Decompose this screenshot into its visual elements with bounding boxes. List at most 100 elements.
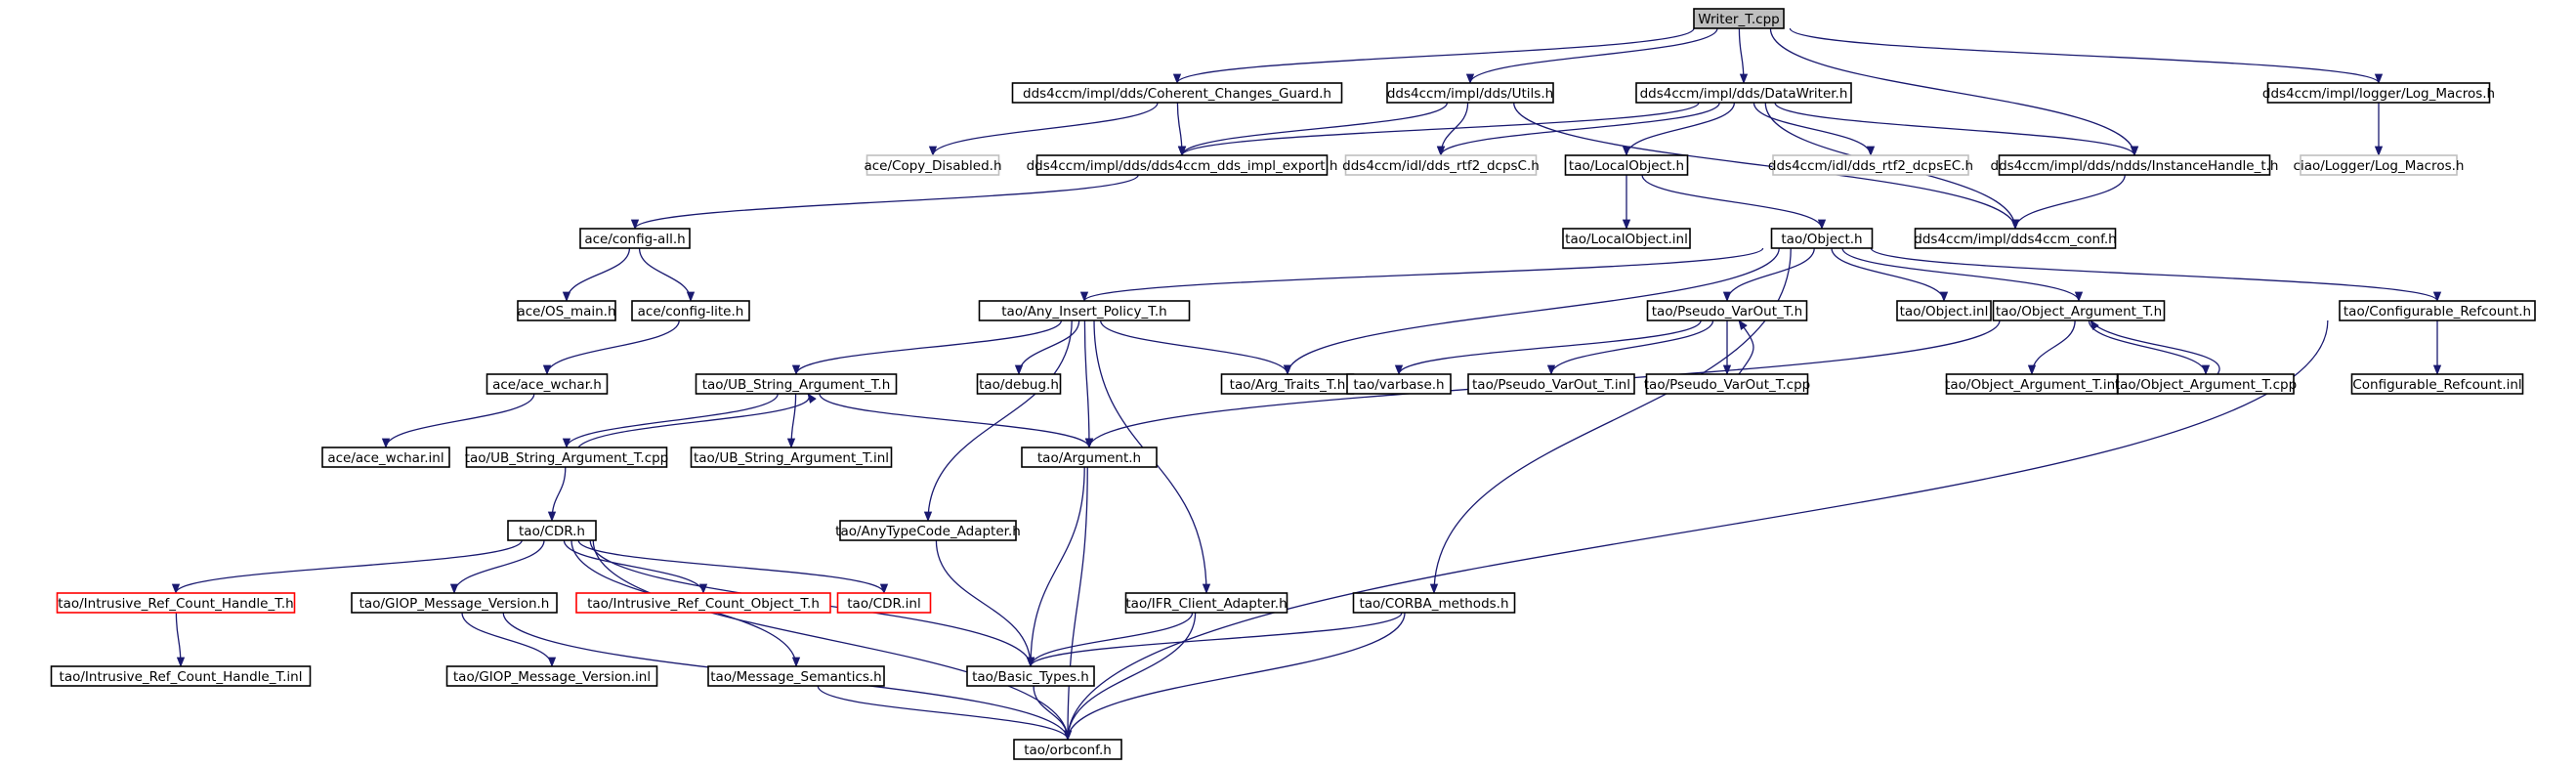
edge-n40-n46 bbox=[461, 612, 557, 668]
graph-node-n45[interactable]: tao/Intrusive_Ref_Count_Handle_T.inl bbox=[50, 665, 312, 687]
edge-n21-n30 bbox=[2027, 319, 2076, 376]
node-box bbox=[321, 447, 450, 468]
graph-node-n24[interactable]: tao/UB_String_Argument_T.h bbox=[695, 373, 898, 395]
node-label: tao/Basic_Types.h bbox=[972, 669, 1089, 685]
node-label: tao/GIOP_Message_Version.h bbox=[359, 596, 550, 612]
edge-n2-n15 bbox=[1512, 102, 2020, 231]
edge-n21-n31 bbox=[2088, 319, 2211, 376]
graph-node-n34[interactable]: tao/UB_String_Argument_T.cpp bbox=[465, 447, 669, 468]
edge-n0-n10 bbox=[1769, 27, 2139, 157]
graph-node-n49[interactable]: tao/orbconf.h bbox=[1013, 739, 1122, 760]
node-box bbox=[1896, 300, 1992, 321]
node-label: Configurable_Refcount.inl bbox=[2352, 377, 2521, 393]
graph-node-n15[interactable]: dds4ccm/impl/dds4ccm_conf.h bbox=[1914, 228, 2117, 249]
graph-node-n8[interactable]: tao/LocalObject.h bbox=[1564, 154, 1689, 176]
graph-node-n39[interactable]: tao/Intrusive_Ref_Count_Handle_T.h bbox=[56, 592, 296, 614]
graph-node-n23[interactable]: ace/ace_wchar.h bbox=[486, 373, 609, 395]
node-box bbox=[1386, 82, 1554, 104]
edge-n17-n23 bbox=[542, 319, 680, 376]
edge-n24-n34 bbox=[562, 393, 779, 449]
node-label: tao/AnyTypeCode_Adapter.h bbox=[835, 524, 1021, 539]
edge-n3-n8 bbox=[1622, 102, 1736, 157]
graph-node-n48[interactable]: tao/Basic_Types.h bbox=[966, 665, 1095, 687]
edge-n14-n20 bbox=[1831, 247, 1949, 303]
edge-n19-n27 bbox=[1394, 319, 1702, 376]
node-label: tao/Object_Argument_T.cpp bbox=[2115, 377, 2297, 393]
node-label: dds4ccm/impl/dds/Coherent_Changes_Guard.… bbox=[1023, 86, 1331, 102]
node-box bbox=[1467, 373, 1635, 395]
node-box bbox=[631, 300, 750, 321]
graph-node-n21[interactable]: tao/Object_Argument_T.h bbox=[1992, 300, 2166, 321]
graph-node-n35[interactable]: tao/UB_String_Argument_T.inl bbox=[690, 447, 893, 468]
graph-node-n10[interactable]: dds4ccm/impl/dds/ndds/InstanceHandle_t.h bbox=[1991, 154, 2279, 176]
edge-n39-n45 bbox=[175, 612, 186, 668]
graph-node-n13[interactable]: tao/LocalObject.inl bbox=[1562, 228, 1691, 249]
graph-node-n40[interactable]: tao/GIOP_Message_Version.h bbox=[351, 592, 558, 614]
edge-n37-n39 bbox=[171, 539, 523, 595]
node-label: tao/CDR.inl bbox=[847, 596, 920, 612]
node-box bbox=[1645, 373, 1809, 395]
edge-n48-n49 bbox=[1033, 685, 1073, 742]
graph-node-n4[interactable]: dds4ccm/impl/logger/Log_Macros.h bbox=[2262, 82, 2495, 104]
graph-node-n27[interactable]: tao/varbase.h bbox=[1346, 373, 1452, 395]
graph-node-n36[interactable]: tao/Argument.h bbox=[1021, 447, 1158, 468]
node-box bbox=[517, 300, 616, 321]
node-label: dds4ccm/impl/dds4ccm_conf.h bbox=[1914, 232, 2116, 247]
graph-node-n18[interactable]: tao/Any_Insert_Policy_T.h bbox=[978, 300, 1191, 321]
node-label: ace/Copy_Disabled.h bbox=[864, 158, 1001, 174]
graph-node-n14[interactable]: tao/Object.h bbox=[1770, 228, 1874, 249]
graph-node-n47[interactable]: tao/Message_Semantics.h bbox=[707, 665, 885, 687]
graph-node-n31[interactable]: tao/Object_Argument_T.cpp bbox=[2115, 373, 2297, 395]
edge-n19-n28 bbox=[1546, 319, 1714, 376]
node-label: tao/LocalObject.inl bbox=[1565, 232, 1688, 247]
edge-n3-n10 bbox=[1774, 102, 2139, 157]
graph-node-n26[interactable]: tao/Arg_Traits_T.h bbox=[1220, 373, 1355, 395]
graph-node-n20[interactable]: tao/Object.inl bbox=[1896, 300, 1992, 321]
node-label: tao/Intrusive_Ref_Count_Handle_T.inl bbox=[60, 669, 303, 685]
graph-node-n22[interactable]: tao/Configurable_Refcount.h bbox=[2339, 300, 2536, 321]
edge-n22-n49 bbox=[1063, 319, 2329, 742]
node-box bbox=[2117, 373, 2295, 395]
graph-node-n16[interactable]: ace/OS_main.h bbox=[517, 300, 616, 321]
graph-node-n19[interactable]: tao/Pseudo_VarOut_T.h bbox=[1646, 300, 1808, 321]
graph-node-n41[interactable]: tao/Intrusive_Ref_Count_Object_T.h bbox=[575, 592, 831, 614]
graph-node-n46[interactable]: tao/GIOP_Message_Version.inl bbox=[445, 665, 658, 687]
graph-node-n2[interactable]: dds4ccm/impl/dds/Utils.h bbox=[1386, 82, 1554, 104]
edge-n3-n7 bbox=[1436, 102, 1720, 157]
graph-node-n33[interactable]: ace/ace_wchar.inl bbox=[321, 447, 450, 468]
node-label: tao/Configurable_Refcount.h bbox=[2344, 304, 2531, 319]
node-box bbox=[1772, 154, 1969, 176]
node-box bbox=[445, 665, 658, 687]
node-box bbox=[1013, 739, 1122, 760]
graph-node-n28[interactable]: tao/Pseudo_VarOut_T.inl bbox=[1467, 373, 1635, 395]
graph-node-n42[interactable]: tao/CDR.inl bbox=[836, 592, 932, 614]
graph-node-n38[interactable]: tao/AnyTypeCode_Adapter.h bbox=[835, 520, 1021, 541]
node-label: ace/ace_wchar.h bbox=[492, 377, 602, 393]
graph-node-n43[interactable]: tao/IFR_Client_Adapter.h bbox=[1124, 592, 1288, 614]
graph-node-n37[interactable]: tao/CDR.h bbox=[507, 520, 597, 541]
graph-node-n44[interactable]: tao/CORBA_methods.h bbox=[1352, 592, 1516, 614]
graph-node-n30[interactable]: tao/Object_Argument_T.inl bbox=[1945, 373, 2119, 395]
graph-node-n25[interactable]: tao/debug.h bbox=[976, 373, 1062, 395]
graph-node-n12[interactable]: ace/config-all.h bbox=[579, 228, 691, 249]
graph-node-n1[interactable]: dds4ccm/impl/dds/Coherent_Changes_Guard.… bbox=[1011, 82, 1343, 104]
edge-n1-n6 bbox=[1176, 102, 1187, 157]
edge-n38-n48 bbox=[935, 539, 1035, 668]
edge-n18-n25 bbox=[1014, 319, 1080, 376]
node-box bbox=[1998, 154, 2271, 176]
graph-node-n32[interactable]: Configurable_Refcount.inl bbox=[2350, 373, 2524, 395]
edge-n14-n26 bbox=[1283, 247, 1780, 376]
graph-node-n0[interactable]: Writer_T.cpp bbox=[1693, 8, 1785, 29]
node-label: dds4ccm/impl/logger/Log_Macros.h bbox=[2262, 86, 2495, 102]
graph-node-n6[interactable]: dds4ccm/impl/dds/dds4ccm_dds_impl_export… bbox=[1027, 154, 1338, 176]
edge-n0-n4 bbox=[1789, 27, 2383, 85]
graph-node-n3[interactable]: dds4ccm/impl/dds/DataWriter.h bbox=[1635, 82, 1852, 104]
graph-node-n29[interactable]: tao/Pseudo_VarOut_T.cpp bbox=[1644, 373, 1810, 395]
node-label: ace/ace_wchar.inl bbox=[327, 450, 443, 466]
node-label: tao/CORBA_methods.h bbox=[1359, 596, 1508, 612]
graph-node-n17[interactable]: ace/config-lite.h bbox=[631, 300, 750, 321]
node-box bbox=[1914, 228, 2117, 249]
node-box bbox=[351, 592, 558, 614]
node-label: ace/config-lite.h bbox=[638, 304, 744, 319]
